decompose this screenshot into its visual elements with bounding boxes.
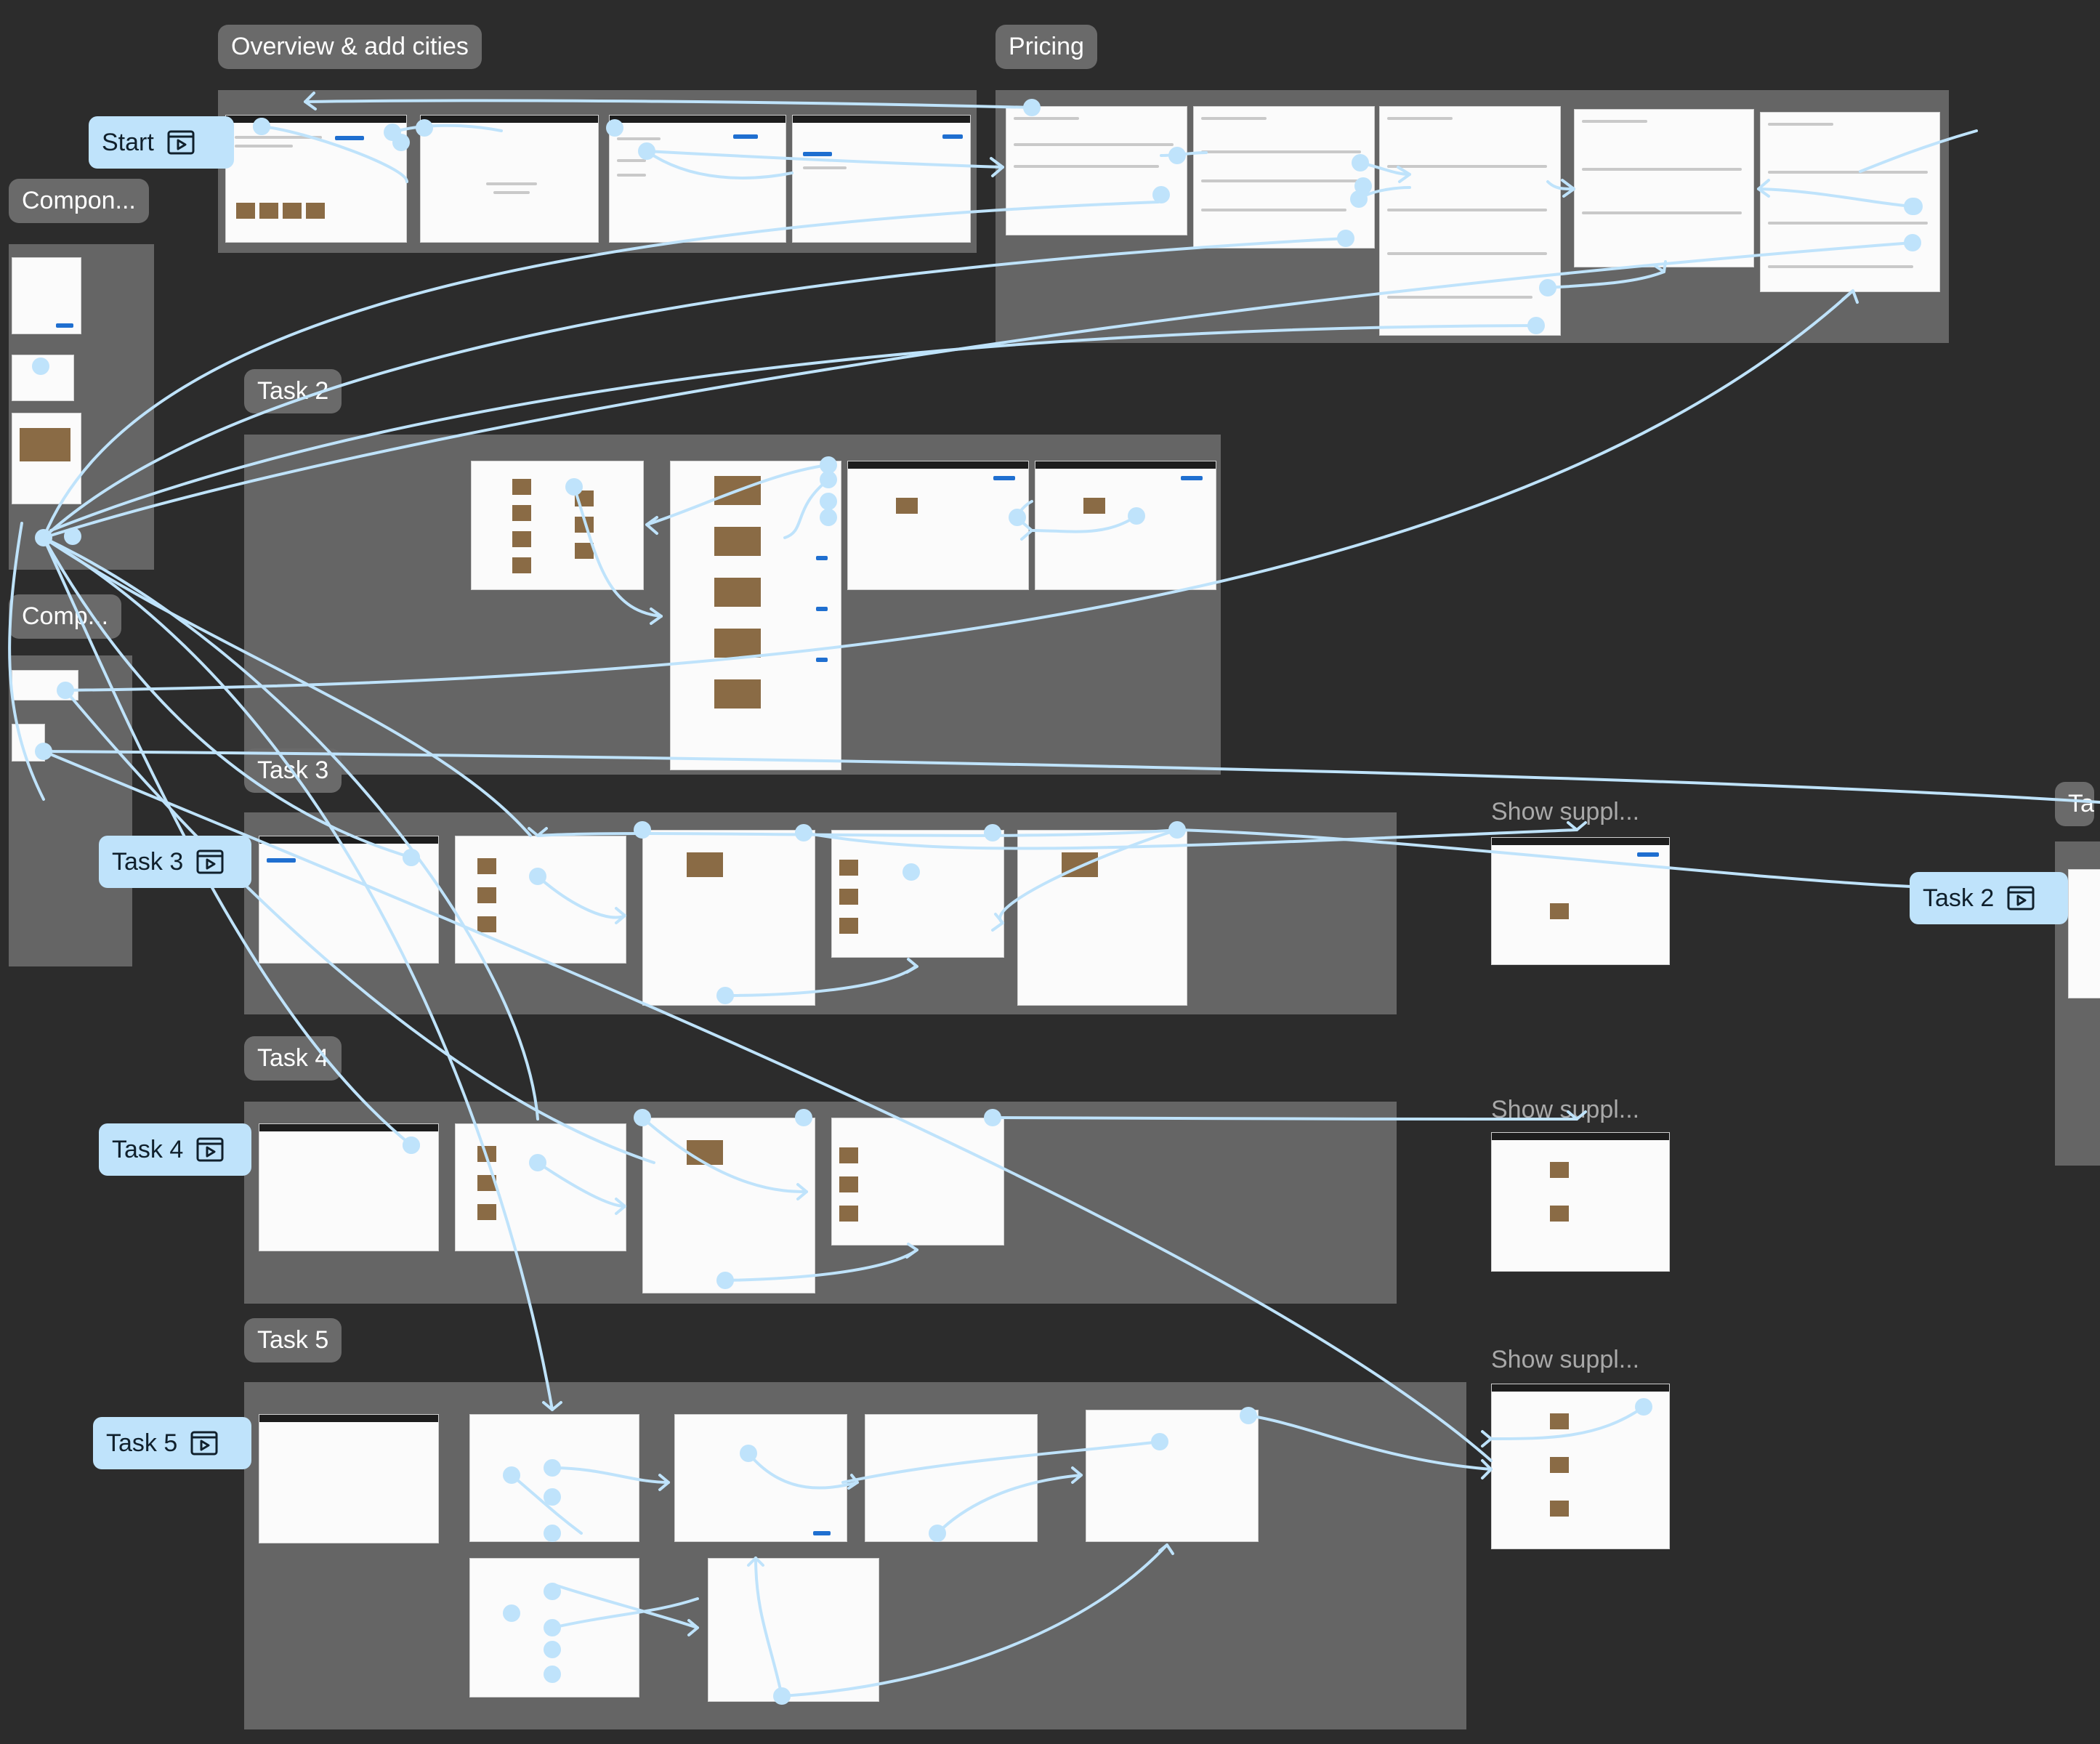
frame-overview-home[interactable] (225, 115, 407, 243)
frame-task4-3[interactable] (642, 1118, 815, 1293)
frame-task3-5[interactable] (1017, 830, 1187, 1006)
frame-task5-5[interactable] (1086, 1410, 1259, 1542)
flow-start-label: Task 3 (112, 847, 184, 876)
frame-task2-detail-2[interactable] (1035, 461, 1216, 590)
frame-task5-3[interactable] (674, 1414, 847, 1542)
play-frame-icon (196, 849, 224, 874)
flow-start-label: Task 2 (1923, 884, 1995, 912)
frame-task4-2[interactable] (455, 1123, 626, 1251)
supplier-label-task-3: Show suppl... (1491, 798, 1640, 825)
frame-task5-6[interactable] (469, 1558, 639, 1697)
section-label-task-2[interactable]: Task 2 (244, 369, 342, 413)
section-label-task-5[interactable]: Task 5 (244, 1318, 342, 1362)
frame-task3-1[interactable] (259, 836, 439, 964)
section-label-partial-right[interactable]: Ta (2055, 782, 2094, 826)
frame-task4-suppliers[interactable] (1491, 1132, 1670, 1272)
flow-start-label: Task 5 (106, 1429, 178, 1457)
flow-start-task-3[interactable]: Task 3 (99, 836, 251, 888)
frame-pricing-1[interactable] (1006, 106, 1187, 235)
section-label-components-2[interactable]: Comp... (9, 594, 122, 639)
flow-start-task-5[interactable]: Task 5 (93, 1417, 251, 1469)
frame-pricing-4[interactable] (1574, 109, 1754, 267)
section-label-components-1[interactable]: Compon... (9, 179, 149, 223)
play-frame-icon (2007, 886, 2035, 911)
section-label-task-3[interactable]: Task 3 (244, 748, 342, 793)
frame-overview-empty[interactable] (420, 115, 599, 243)
supplier-label-task-5: Show suppl... (1491, 1346, 1640, 1373)
frame-task3-4[interactable] (831, 830, 1004, 958)
frame-component-small-1[interactable] (12, 670, 78, 701)
flow-start-label: Task 4 (112, 1135, 184, 1163)
frame-component-hotel[interactable] (12, 413, 81, 504)
frame-task4-1[interactable] (259, 1123, 439, 1251)
frame-task2-search-results[interactable] (670, 461, 841, 770)
frame-task5-suppliers[interactable] (1491, 1384, 1670, 1549)
frame-task5-7[interactable] (708, 1558, 879, 1702)
play-frame-icon (190, 1431, 218, 1456)
play-frame-icon (196, 1137, 224, 1162)
frame-pricing-5[interactable] (1760, 112, 1940, 292)
frame-partial-right[interactable] (2068, 869, 2100, 998)
play-frame-icon (167, 130, 195, 155)
section-label-task-4[interactable]: Task 4 (244, 1036, 342, 1081)
frame-task5-2[interactable] (469, 1414, 639, 1542)
frame-overview-add-city[interactable] (792, 115, 971, 243)
section-label-overview[interactable]: Overview & add cities (218, 25, 482, 69)
frame-task3-2[interactable] (455, 836, 626, 964)
frame-pricing-2[interactable] (1193, 106, 1375, 249)
frame-task5-4[interactable] (865, 1414, 1038, 1542)
flow-start-task-4[interactable]: Task 4 (99, 1123, 251, 1176)
frame-overview-cities[interactable] (609, 115, 786, 243)
frame-task3-suppliers[interactable] (1491, 837, 1670, 965)
frame-component-list[interactable] (12, 355, 74, 401)
supplier-label-task-4: Show suppl... (1491, 1096, 1640, 1123)
frame-task4-4[interactable] (831, 1118, 1004, 1246)
frame-task2-hotels[interactable] (471, 461, 644, 590)
flow-start-label: Start (102, 128, 154, 156)
section-label-pricing[interactable]: Pricing (996, 25, 1097, 69)
frame-component-small-2[interactable] (12, 724, 45, 762)
section-components-2 (9, 655, 132, 966)
frame-component-date[interactable] (12, 257, 81, 334)
frame-pricing-3[interactable] (1379, 106, 1561, 336)
frame-task5-1[interactable] (259, 1414, 439, 1543)
frame-task2-detail-1[interactable] (847, 461, 1029, 590)
flow-start-start[interactable]: Start (89, 116, 234, 169)
frame-task3-3[interactable] (642, 830, 815, 1006)
flow-start-task-2[interactable]: Task 2 (1910, 872, 2068, 924)
